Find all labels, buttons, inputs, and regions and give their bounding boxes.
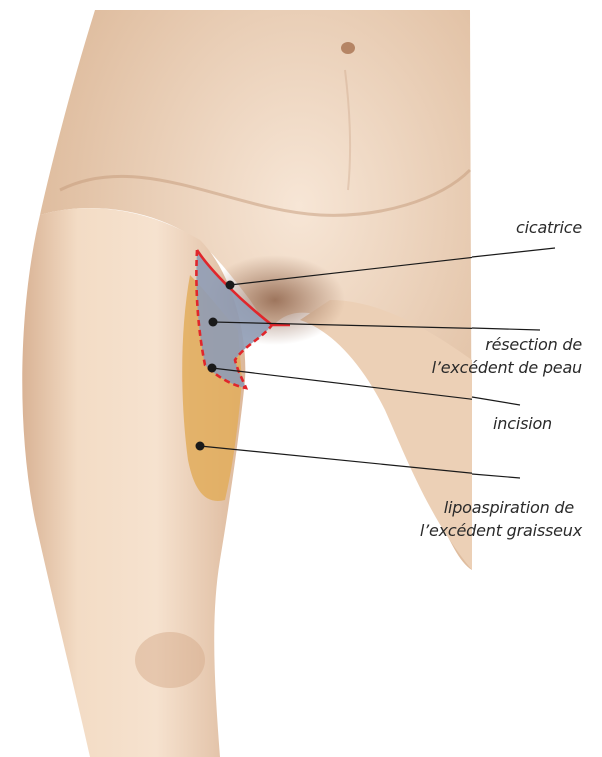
pointer-dot-cicatrice [226, 281, 235, 290]
label-lipo-line2: l’excédent graisseux [420, 520, 582, 542]
label-resection-line1: résection de [485, 334, 582, 356]
pointer-dot-incision [208, 364, 217, 373]
label-lipo-line1: lipoaspiration de [444, 497, 574, 519]
pointer-dot-resection [209, 318, 218, 327]
label-resection-line2: l’excédent de peau [432, 357, 582, 379]
label-incision: incision [493, 413, 552, 435]
navel [341, 42, 355, 54]
pointer-dot-lipoaspiration [196, 442, 205, 451]
label-cicatrice: cicatrice [516, 217, 582, 239]
knee-shadow [135, 632, 205, 688]
